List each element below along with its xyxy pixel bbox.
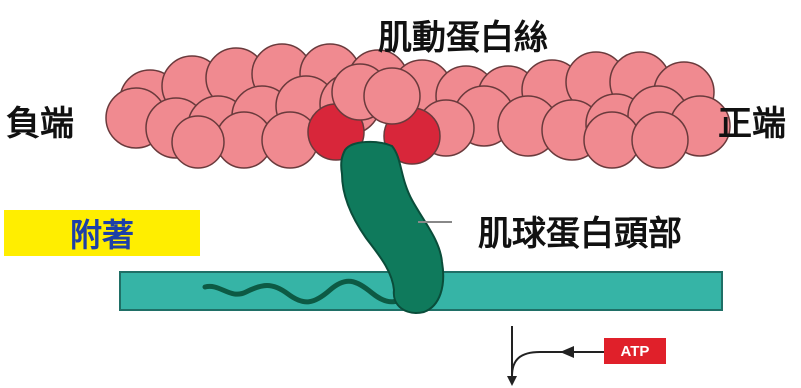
atp-release-arrow [512, 352, 604, 376]
actin-bead [632, 112, 688, 168]
attachment-label: 附著 [70, 210, 134, 256]
actin-bead [172, 116, 224, 168]
atp-arrow-head-down [507, 376, 517, 386]
actin-filament [106, 44, 730, 168]
minus-end-label: 負端 [6, 96, 74, 145]
attachment-badge: 附著 [4, 210, 200, 256]
atp-arrow-head-left [560, 346, 574, 358]
atp-label: ATP [604, 338, 666, 364]
actin-filament-label: 肌動蛋白絲 [378, 10, 548, 59]
myosin-head-label: 肌球蛋白頭部 [478, 206, 682, 255]
actin-bead [364, 68, 420, 124]
plus-end-label: 正端 [718, 96, 786, 145]
